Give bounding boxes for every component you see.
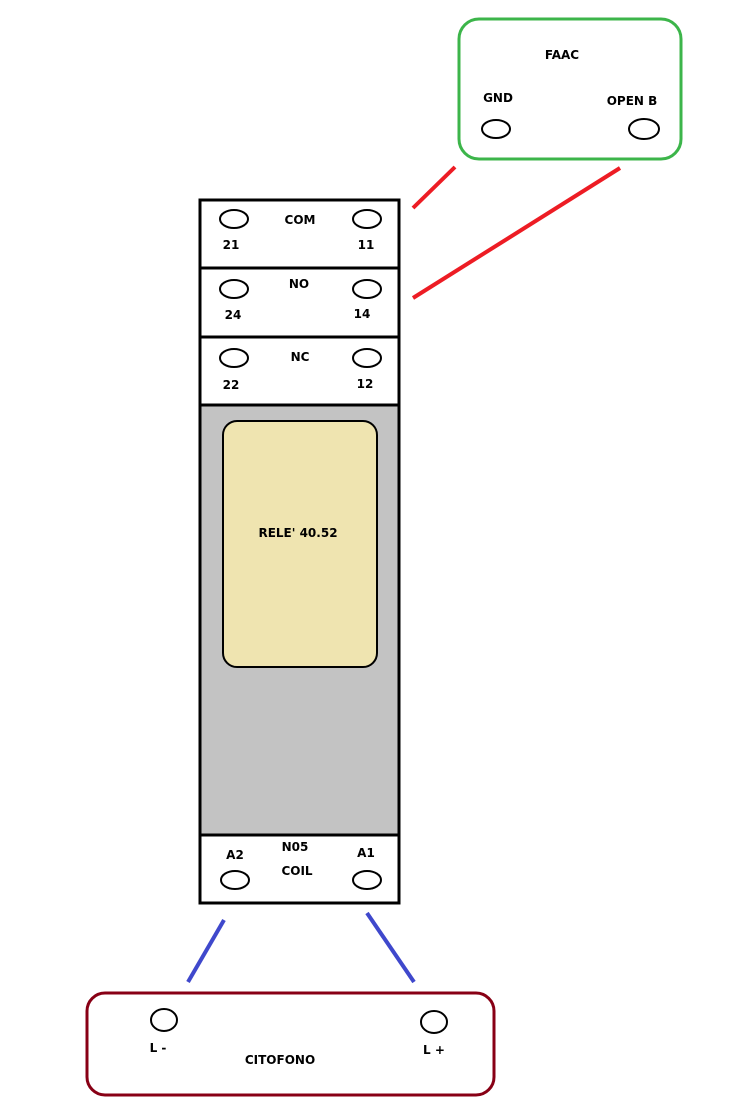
terminal-21-label: 21 [223, 238, 240, 252]
citofono-wires [186, 911, 416, 984]
terminal-a2-label: A2 [226, 848, 244, 862]
faac-box: FAAC GND OPEN B [457, 17, 683, 161]
faac-gnd-terminal [481, 119, 511, 139]
com-label: COM [285, 213, 316, 227]
terminal-11 [352, 209, 382, 229]
terminal-22 [219, 348, 249, 368]
terminal-24-label: 24 [225, 308, 242, 322]
nc-label: NC [291, 350, 310, 364]
terminal-22-label: 22 [223, 378, 240, 392]
l-minus-label: L - [150, 1041, 167, 1055]
wire-11-to-gnd [411, 165, 457, 210]
faac-open-b-terminal [628, 118, 660, 140]
citofono-box: L - L + CITOFONO [85, 991, 496, 1097]
coil-label: COIL [281, 864, 312, 878]
faac-gnd-label: GND [483, 91, 513, 105]
terminal-21 [219, 209, 249, 229]
l-plus-terminal [420, 1010, 448, 1034]
terminal-a1-label: A1 [357, 846, 375, 860]
terminal-a1 [352, 870, 382, 890]
citofono-title: CITOFONO [245, 1053, 315, 1067]
terminal-14 [352, 279, 382, 299]
relay-label-panel [222, 420, 378, 668]
l-plus-label: L + [423, 1043, 445, 1057]
relay-no-section: NO 24 14 [219, 277, 382, 322]
terminal-12-label: 12 [357, 377, 374, 391]
coil-top-label: N05 [282, 840, 309, 854]
faac-open-b-label: OPEN B [607, 94, 658, 108]
relay-coil-section: N05 COIL A2 A1 [220, 840, 382, 890]
terminal-a2 [220, 870, 250, 890]
citofono-border [85, 991, 496, 1097]
wire-a1-to-l-plus [365, 911, 416, 984]
faac-wires [381, 165, 622, 302]
faac-border [457, 17, 683, 161]
l-minus-terminal [150, 1008, 178, 1032]
relay-model-label: RELE' 40.52 [258, 526, 337, 540]
relay-com-section: COM 21 11 [219, 209, 382, 252]
terminal-11-label: 11 [358, 238, 375, 252]
relay-nc-section: NC 22 12 [219, 348, 382, 392]
faac-title: FAAC [545, 48, 579, 62]
terminal-12 [352, 348, 382, 368]
relay-body: RELE' 40.52 [201, 406, 398, 834]
wire-a2-to-l-minus [186, 918, 226, 984]
terminal-24 [219, 279, 249, 299]
terminal-14-label: 14 [354, 307, 371, 321]
no-label: NO [289, 277, 309, 291]
relay-module: COM 21 11 NO 24 14 NC 22 12 RELE' 40.52 [198, 198, 401, 905]
wire-14-to-open-b [411, 166, 622, 300]
